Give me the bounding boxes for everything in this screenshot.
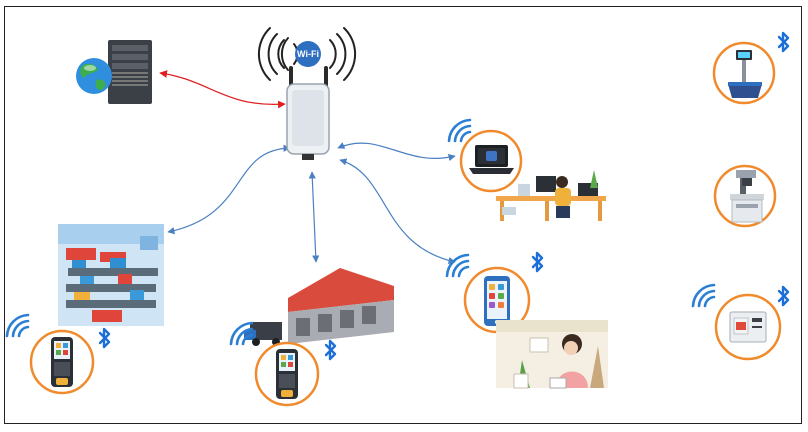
warehouse-illustration [244, 268, 394, 346]
router-badge [295, 41, 321, 67]
smartphone-icon [484, 276, 510, 326]
link-router-laptop [337, 142, 456, 162]
link-router-warehouse [308, 171, 320, 263]
woman-phone-illustration [496, 320, 608, 389]
link-router-factory [167, 144, 291, 235]
laser-device [713, 164, 777, 228]
link-server-router [159, 70, 286, 109]
handheld-scanner-icon [51, 337, 73, 387]
label-printer-device [691, 283, 790, 361]
laser-marking-machine-icon [730, 170, 764, 223]
laptop-icon [469, 145, 514, 174]
scale-device [712, 31, 790, 105]
label-printer-icon [729, 311, 767, 343]
wifi-signal-icon [445, 253, 470, 278]
handheld-scanner-icon [276, 349, 298, 399]
smartphone-device [445, 251, 544, 334]
factory-line-illustration [58, 224, 164, 326]
wifi-signal-icon [691, 283, 716, 308]
bluetooth-icon [777, 285, 790, 307]
server-globe-icon [76, 40, 152, 104]
wifi-router-icon: Wi-Fi [257, 27, 357, 160]
weighing-scale-icon [728, 50, 762, 98]
bluetooth-icon [98, 327, 111, 349]
router-badge-label: Wi-Fi [297, 49, 319, 59]
office-desk-illustration [496, 170, 606, 221]
router-signal-icon [257, 27, 357, 81]
laptop-device [447, 118, 523, 193]
wifi-signal-icon [447, 118, 472, 143]
diagram-frame [4, 6, 802, 424]
bluetooth-icon [324, 339, 337, 361]
handheld-device-center [229, 321, 337, 407]
handheld-device-left [5, 313, 111, 395]
bluetooth-icon [777, 31, 790, 53]
link-router-smartphone [339, 158, 456, 265]
bluetooth-icon [531, 251, 544, 273]
wifi-signal-icon [5, 313, 30, 338]
